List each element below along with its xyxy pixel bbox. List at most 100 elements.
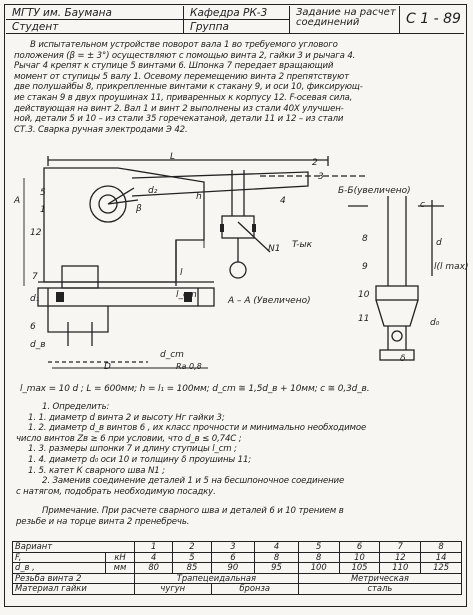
dim-c-label: c — [420, 200, 425, 210]
section-a-title: А – А (Увеличено) — [228, 296, 311, 306]
part-6-label: 6 — [30, 322, 36, 332]
dim-h-label: h — [196, 192, 202, 202]
task-line: 1. 4. диаметр d₀ оси 10 и толщину δ проу… — [28, 454, 252, 465]
student-cell: Студент — [6, 20, 184, 34]
nut-label: Материал гайки — [12, 583, 135, 595]
intro-line: момент от ступицы 5 валу 1. Осевому пере… — [14, 71, 349, 82]
d-cell: 125 — [420, 562, 462, 574]
task-line: 1. Определить: — [42, 402, 110, 412]
intro-line: две полушайбы 8, прикрепленные винтами к… — [14, 82, 363, 93]
f-cell: 6 — [210, 551, 256, 563]
table-row: F, кН 4 5 6 8 8 10 12 14 — [12, 551, 462, 563]
title-block: МГТУ им. Баумана Кафедра РК-3 Задание на… — [6, 6, 464, 36]
mechanism-drawing — [23, 156, 444, 369]
table-row: d_в , мм 80 85 90 95 100 105 110 125 — [12, 562, 462, 574]
d-cell: 90 — [210, 562, 256, 574]
f-cell: 12 — [379, 551, 422, 563]
variant-cell: 3 — [210, 541, 256, 553]
task-line: 2. Заменив соединение деталей 1 и 5 на б… — [42, 476, 345, 487]
note-line: резьбе и на торце винта 2 пренебречь. — [16, 516, 190, 527]
thread-trapezoidal: Трапецеидальная — [134, 572, 299, 584]
part-8-label: 8 — [362, 234, 368, 244]
intro-line: положения (β = ± 3°) осуществляют с помо… — [14, 50, 356, 61]
dim-d0-label: d₀ — [430, 318, 440, 328]
thread-metric: Метрическая — [297, 572, 463, 584]
f-cell: 8 — [297, 551, 340, 563]
note-text: Примечание. При расчете сварного шва и д… — [16, 506, 344, 527]
variant-cell: 1 — [133, 541, 174, 553]
note-line: Примечание. При расчете сварного шва и д… — [42, 506, 344, 516]
code-cell: С 1 - 89 — [400, 6, 464, 34]
nut-cast-iron: чугун — [134, 583, 212, 595]
part-1-label: 1 — [40, 205, 46, 215]
table-row: Резьба винта 2 Трапецеидальная Метрическ… — [12, 572, 463, 584]
f-unit: кН — [105, 551, 135, 563]
task-line: 1. 1. диаметр d винта 2 и высоту Hг гайк… — [28, 412, 225, 423]
thread-label: Резьба винта 2 — [12, 572, 135, 584]
sheet-frame — [4, 4, 467, 607]
d-cell: 85 — [172, 562, 212, 574]
table-row: Материал гайки чугун бронза сталь — [12, 583, 463, 595]
dim-delta-label: δ — [400, 354, 406, 364]
part-2-label: 2 — [312, 158, 318, 168]
part-10-label: 10 — [358, 290, 370, 300]
section-b-title: Б-Б(увеличено) — [338, 186, 411, 196]
d-cell: 110 — [379, 562, 422, 574]
variant-cell: 5 — [297, 541, 340, 553]
f-cell: 14 — [420, 551, 462, 563]
formula-line: l_max = 10 d ; L = 600мм; h = l₁ = 100мм… — [20, 384, 370, 394]
intro-line: Рычаг 4 крепят к ступице 5 винтами 6. Шп… — [14, 61, 334, 72]
beta-label: β — [136, 204, 142, 214]
variants-table: Вариант 1 2 3 4 5 6 7 8 F, кН 4 5 6 8 8 … — [12, 541, 463, 595]
task-list: 1. Определить: 1. 1. диаметр d винта 2 и… — [16, 402, 366, 497]
nut-steel: сталь — [297, 583, 463, 595]
d-cell: 95 — [254, 562, 299, 574]
table-row: Вариант 1 2 3 4 5 6 7 8 — [12, 541, 462, 553]
nut-bronze: бронза — [210, 583, 299, 595]
f-cell: 4 — [133, 551, 174, 563]
intro-line: В испытательном устройстве поворот вала … — [30, 40, 338, 50]
dim-dv-label: d_в — [30, 340, 46, 350]
dim-d1-label: d₁ — [30, 294, 40, 304]
dim-l-label: L — [170, 152, 176, 162]
dim-d-label: d — [436, 238, 442, 248]
roughness-mark: Ra 0,8 — [176, 362, 202, 371]
dept-cell: Кафедра РК-3 — [184, 6, 290, 20]
task-line: число винтов Zв ≥ 6 при условии, что d_в… — [16, 433, 242, 444]
section-a-mark: A — [14, 196, 21, 206]
group-cell: Группа — [184, 20, 290, 34]
d-label: d_в , — [12, 562, 106, 574]
variant-cell: 7 — [379, 541, 422, 553]
part-12-label: 12 — [30, 228, 42, 238]
part-9-label: 9 — [362, 262, 368, 272]
task-line: 1. 2. диаметр d_в винтов 6 , их класс пр… — [28, 423, 367, 434]
part-7-label: 7 — [32, 272, 38, 282]
t-weld-label: T-ык — [292, 240, 313, 250]
dim-d2-label: d₂ — [148, 186, 158, 196]
f-cell: 10 — [338, 551, 381, 563]
dim-dcm-label: d_cm — [160, 350, 184, 360]
dim-lmax-label: l(l max) — [434, 262, 469, 272]
dim-D-label: D — [104, 362, 111, 372]
d-unit: мм — [105, 562, 135, 574]
part-11-label: 11 — [358, 314, 370, 324]
d-cell: 100 — [297, 562, 340, 574]
dim-lcm-label: l_cm — [176, 290, 197, 300]
part-4-label: 4 — [280, 196, 286, 206]
d-cell: 80 — [133, 562, 174, 574]
weld-n1-label: N1 — [268, 244, 281, 254]
intro-line: ие стакан 9 в двух проушинах 11, приваре… — [14, 92, 353, 103]
org-cell: МГТУ им. Баумана — [6, 6, 184, 20]
task-line: 1. 3. размеры шпонки 7 и длину ступицы l… — [28, 444, 237, 455]
variant-label: Вариант — [12, 541, 135, 553]
intro-line: СТ.3. Сварка ручная электродами Э 42. — [14, 124, 188, 135]
f-cell: 8 — [254, 551, 299, 563]
variant-cell: 4 — [254, 541, 299, 553]
intro-text: В испытательном устройстве поворот вала … — [14, 40, 363, 135]
variant-cell: 2 — [172, 541, 212, 553]
variant-cell: 8 — [420, 541, 462, 553]
part-5-label: 5 — [40, 188, 46, 198]
task-cell: Задание на расчет соединений — [290, 6, 400, 34]
intro-line: действующая на винт 2. Вал 1 и винт 2 вы… — [14, 103, 344, 114]
